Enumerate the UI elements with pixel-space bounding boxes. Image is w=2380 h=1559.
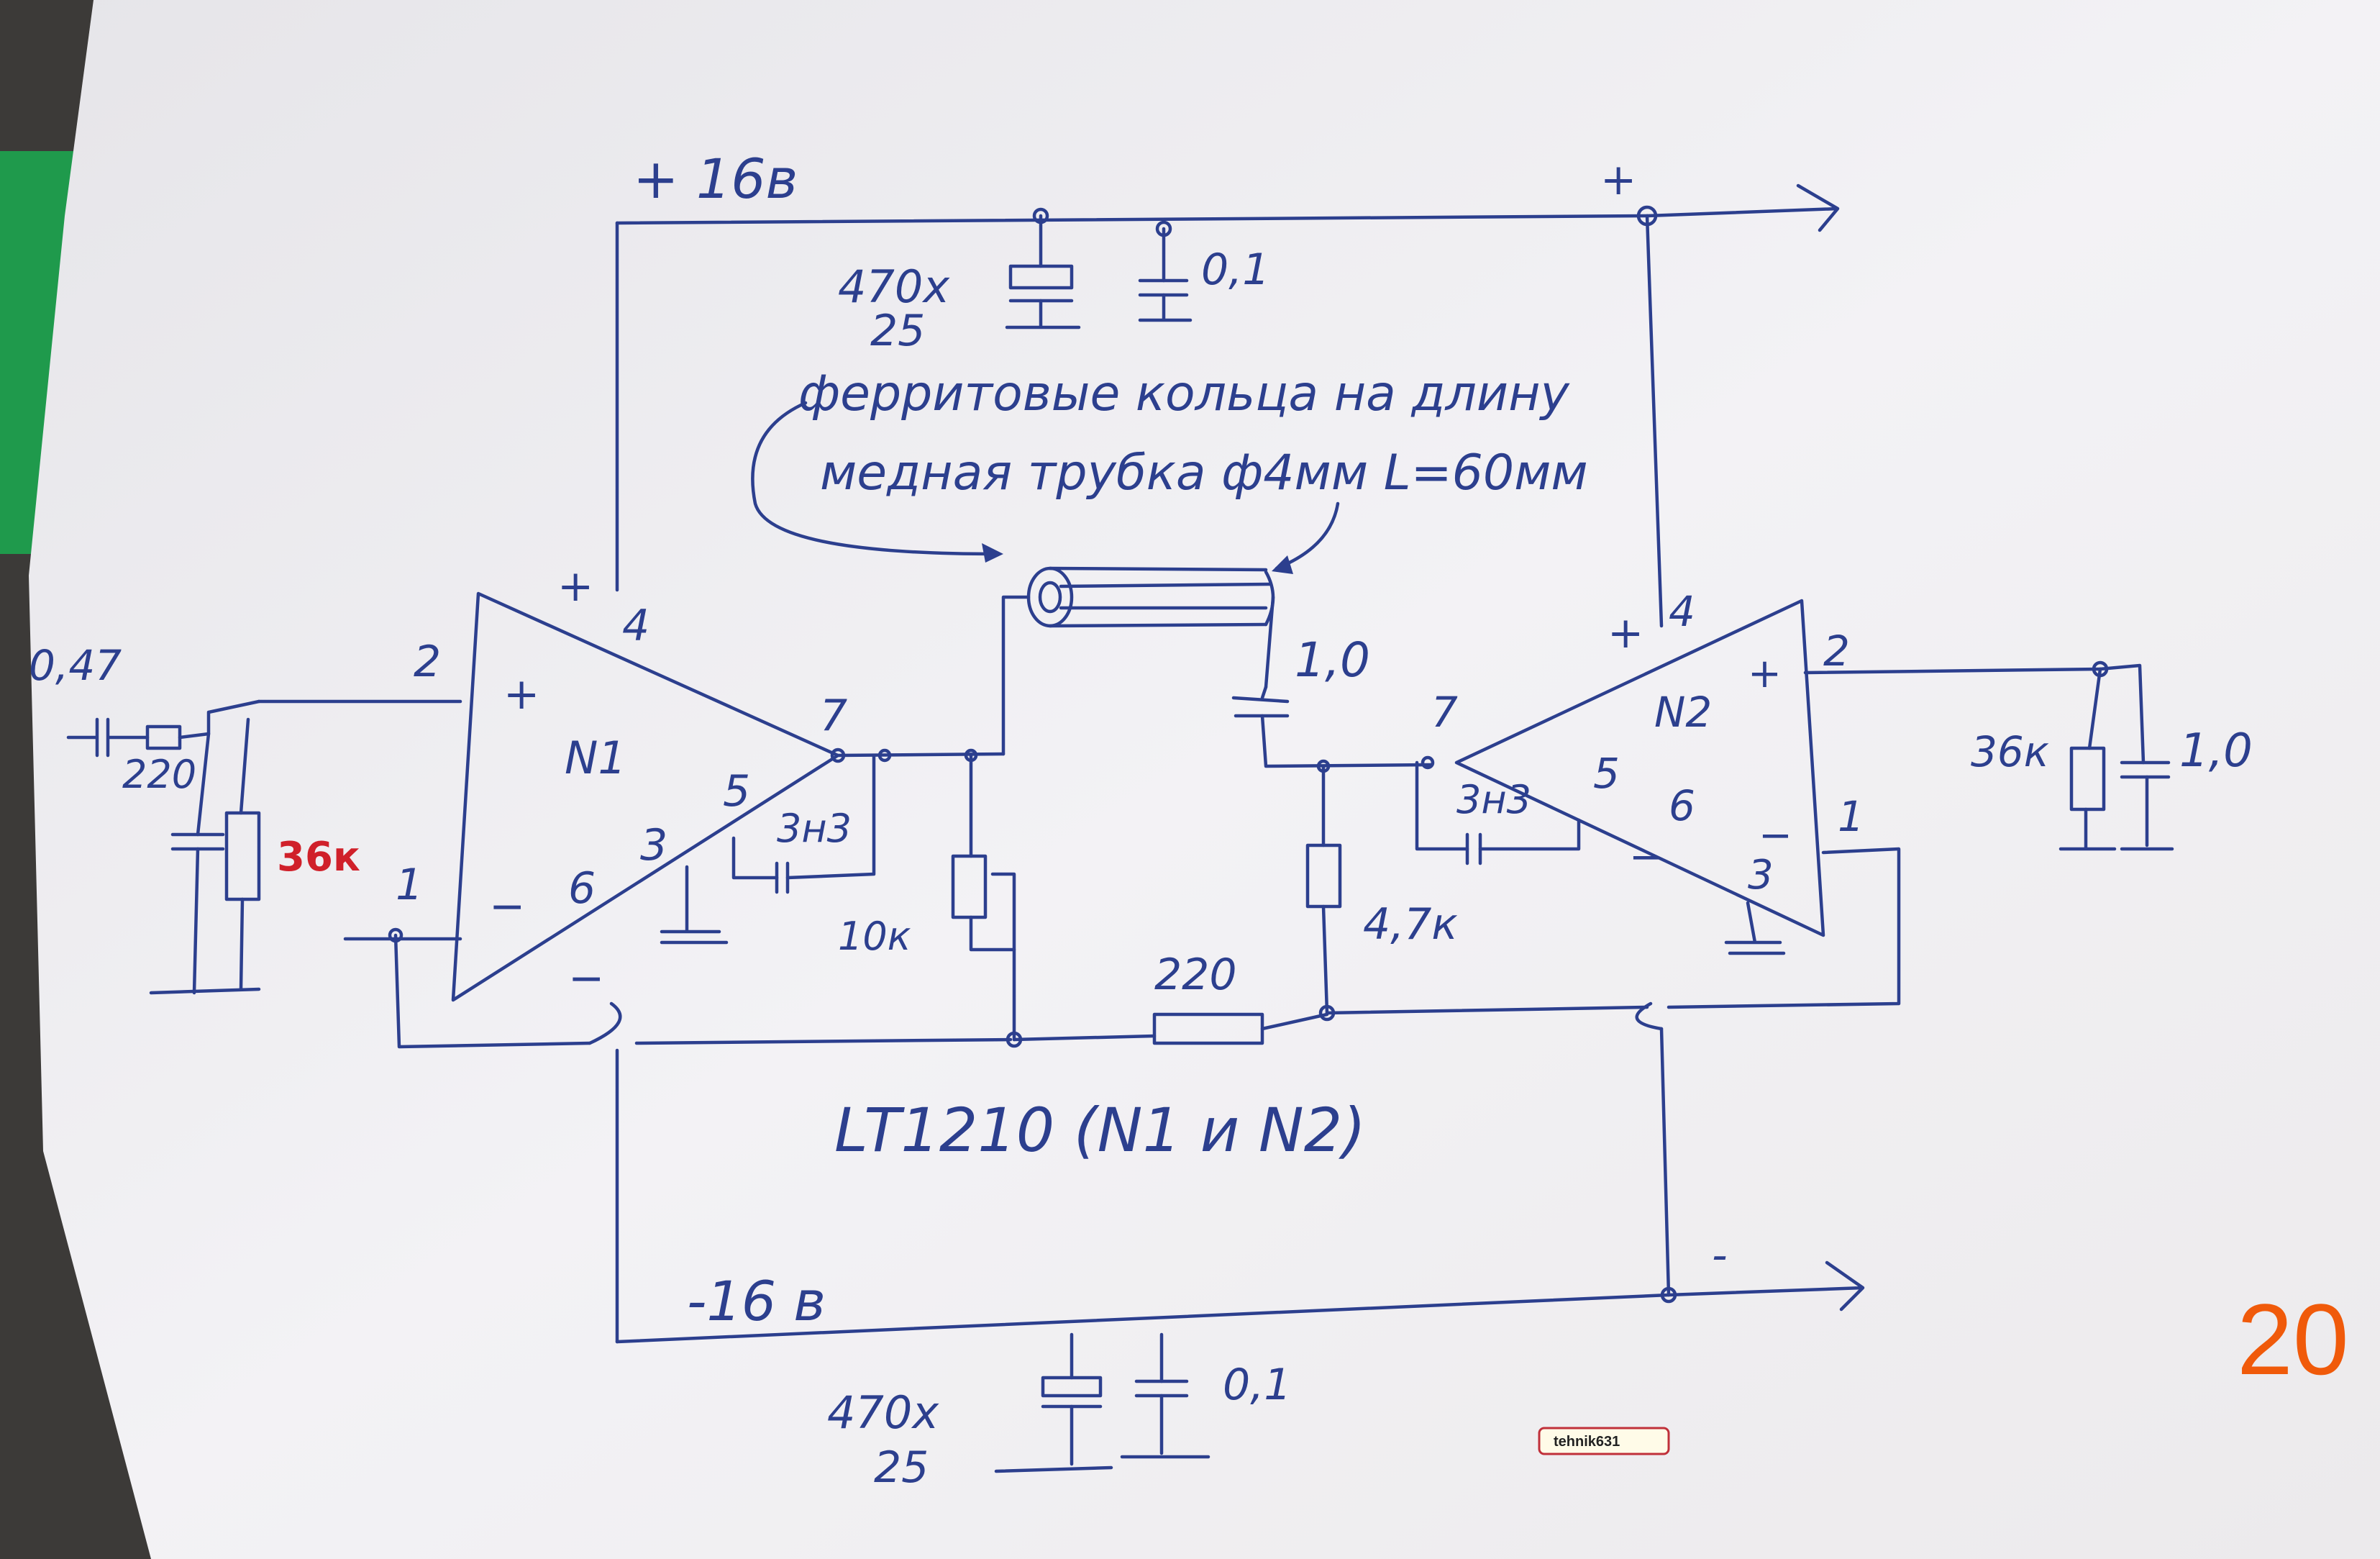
n2-ground-and-compensation [1415, 755, 1901, 1031]
positive-rail [615, 183, 1840, 628]
n1-feedback-loop [343, 927, 1013, 1049]
amp2-plus-supply: + [1608, 608, 1643, 658]
n1-input-network [66, 699, 462, 995]
amp1-pin2: 2 [414, 637, 441, 687]
n1-ground-and-compensation [660, 753, 876, 945]
bridge-resistor-label: 220 [1154, 950, 1237, 1000]
note-arrows [751, 401, 1340, 574]
watermark-badge [1538, 1427, 1670, 1455]
supply-positive-label: + 16в [633, 147, 798, 211]
note-ferrite-rings: ферритовые кольца на длину [798, 365, 1570, 422]
bottom-electrolytic-capacitor [994, 1332, 1113, 1473]
copper-tube-with-ferrite [1026, 566, 1275, 689]
amplifier-n2 [1454, 599, 1825, 937]
amp2-pin7: 7 [1431, 688, 1458, 737]
amp1-pin5: 5 [723, 766, 750, 817]
top-electrolytic-capacitor [1005, 214, 1081, 329]
comp-cap-2-label: 3н3 [1456, 777, 1531, 822]
amp2-pin1: 1 [1838, 792, 1864, 841]
amp2-plus-input: + [1748, 650, 1782, 697]
bottom-big-cap-label-2: 25 [874, 1442, 929, 1493]
bridge-resistor-network [1012, 759, 1649, 1045]
output-cap-label: 1,0 [2179, 724, 2253, 778]
input-shunt-resistor-label: 36к [277, 834, 360, 881]
note-copper-tube: медная трубка ф4мм L=60мм [820, 445, 1588, 501]
amp1-pin7: 7 [820, 691, 847, 741]
top-small-cap-label: 0,1 [1201, 245, 1269, 295]
amp2-minus-supply: − [1629, 834, 1663, 881]
amp2-pin2: 2 [1823, 627, 1850, 676]
amp2-name: N2 [1654, 688, 1712, 737]
watermark-text: tehnik631 [1554, 1434, 1620, 1450]
amp1-pin1: 1 [396, 860, 423, 910]
top-big-cap-label-1: 470х [838, 260, 950, 313]
amplifier-n1 [451, 591, 840, 1002]
bottom-big-cap-label-1: 470х [827, 1386, 939, 1439]
amp1-name: N1 [565, 732, 626, 784]
supply-negative-label: -16 в [687, 1269, 826, 1333]
bottom-film-capacitor [1120, 1332, 1210, 1459]
top-film-capacitor [1138, 227, 1193, 322]
amp1-minus-supply: − [568, 953, 604, 1004]
minus-sign-bottom: - [1712, 1230, 1728, 1281]
coupling-cap-label: 1,0 [1295, 632, 1370, 688]
page-number: 20 [2237, 1283, 2349, 1396]
amp2-pin5: 5 [1593, 749, 1620, 798]
comp-cap-1-label: 3н3 [777, 806, 852, 851]
paper-sheet [29, 0, 2380, 1559]
output-resistor-label: 36к [1971, 727, 2049, 776]
amp2-minus-input: − [1759, 812, 1792, 859]
mid-resistor-label: 4,7к [1363, 899, 1458, 950]
amp1-minus-input: − [489, 881, 525, 932]
negative-rail [615, 1027, 1865, 1344]
amp1-pin3: 3 [640, 820, 667, 871]
amp2-pin4: 4 [1669, 587, 1695, 636]
amp1-plus-input: + [503, 669, 539, 719]
plus-sign-top: + [1600, 155, 1636, 205]
amp2-pin3: 3 [1748, 852, 1774, 899]
amp2-pin6: 6 [1669, 781, 1695, 830]
amp1-pin4: 4 [622, 601, 649, 651]
input-resistor-label: 220 [122, 752, 196, 797]
n2-output-network [1803, 660, 2174, 851]
chip-label: LT1210 (N1 и N2) [834, 1095, 1366, 1165]
coupling-capacitor [1231, 685, 1433, 768]
amp1-plus-supply: + [557, 561, 593, 612]
bottom-small-cap-label: 0,1 [1223, 1360, 1291, 1410]
top-big-cap-label-2: 25 [870, 306, 925, 356]
input-cap-label: 0,47 [29, 641, 122, 690]
pot-label: 10к [838, 914, 911, 959]
amp1-pin6: 6 [568, 863, 596, 914]
